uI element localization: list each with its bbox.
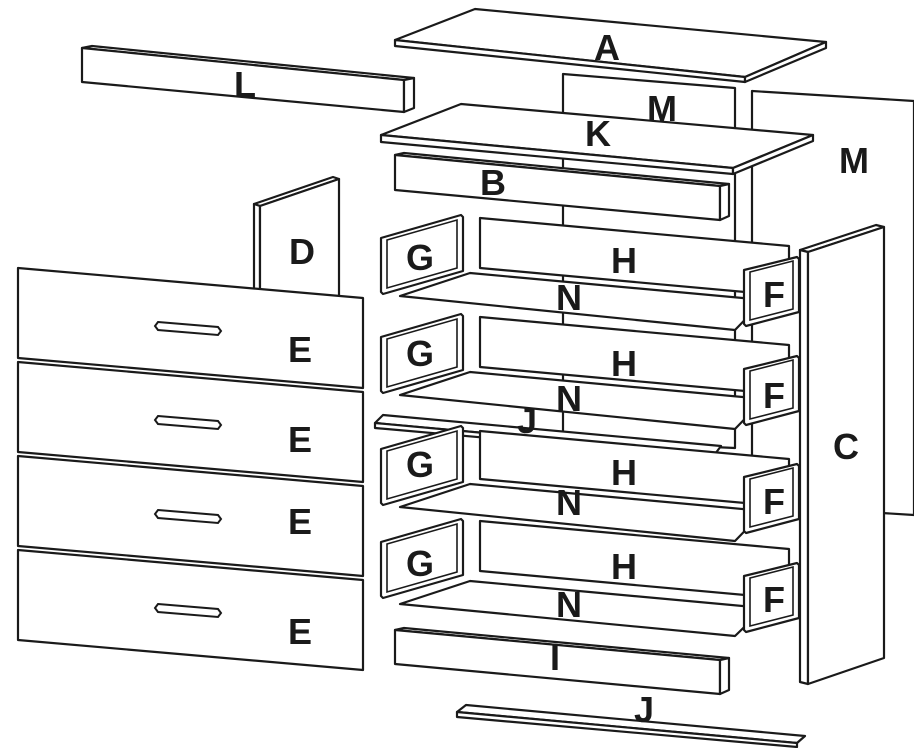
drawer-side-f-3 xyxy=(742,462,801,535)
label-m-right: M xyxy=(839,140,869,181)
label-n-4: N xyxy=(556,584,582,625)
label-h-2: H xyxy=(611,343,637,384)
label-h-1: H xyxy=(611,240,637,281)
label-h-4: H xyxy=(611,546,637,587)
label-m-left: M xyxy=(647,88,677,129)
drawer-front-e-4 xyxy=(16,548,365,672)
bottom-rail-i xyxy=(393,626,731,696)
label-e-1: E xyxy=(288,329,312,370)
drawer-side-f-1 xyxy=(742,255,801,328)
label-g-1: G xyxy=(406,237,434,278)
label-f-2: F xyxy=(763,375,785,416)
drawer-side-g-1 xyxy=(379,213,465,296)
label-k: K xyxy=(585,113,611,154)
label-e-2: E xyxy=(288,419,312,460)
plinth-board-l xyxy=(80,44,416,114)
drawer-front-e-2 xyxy=(16,360,365,484)
label-e-3: E xyxy=(288,501,312,542)
label-g-4: G xyxy=(406,543,434,584)
drawer-side-g-3 xyxy=(379,424,465,507)
drawer-side-f-4 xyxy=(742,561,801,634)
label-n-2: N xyxy=(556,378,582,419)
label-n-1: N xyxy=(556,277,582,318)
side-panel-c xyxy=(798,223,886,686)
label-f-1: F xyxy=(763,274,785,315)
top-panel-a xyxy=(393,7,828,84)
label-e-4: E xyxy=(288,611,312,652)
shelf-k xyxy=(379,102,815,176)
label-b: B xyxy=(480,162,506,203)
label-l: L xyxy=(234,64,256,105)
drawer-front-e-1 xyxy=(16,266,365,390)
label-h-3: H xyxy=(611,452,637,493)
label-j-1: J xyxy=(517,400,537,441)
label-c: C xyxy=(833,426,859,467)
label-j-2: J xyxy=(634,689,654,730)
label-d: D xyxy=(289,231,315,272)
drawer-side-g-4 xyxy=(379,517,465,600)
front-rail-b xyxy=(393,151,731,222)
label-f-3: F xyxy=(763,481,785,522)
rail-j-bottom xyxy=(455,703,807,748)
label-g-2: G xyxy=(406,333,434,374)
drawer-side-f-2 xyxy=(742,354,801,427)
label-f-4: F xyxy=(763,579,785,620)
label-a: A xyxy=(594,27,620,68)
label-i: I xyxy=(550,637,560,678)
drawer-side-g-2 xyxy=(379,312,465,395)
label-n-3: N xyxy=(556,482,582,523)
drawer-front-e-3 xyxy=(16,454,365,578)
label-g-3: G xyxy=(406,444,434,485)
